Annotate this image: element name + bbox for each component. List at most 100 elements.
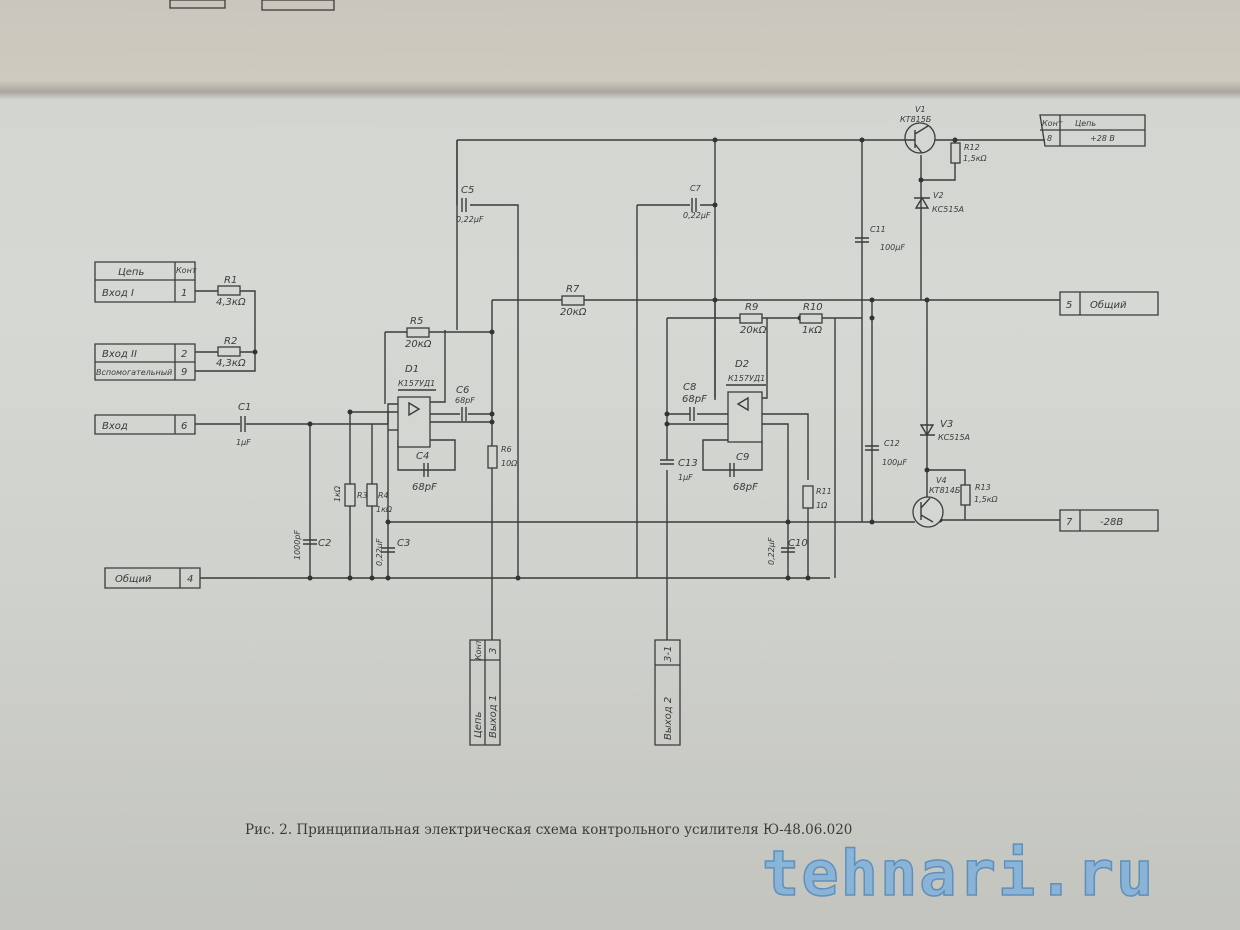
component-label: К157УД1 bbox=[398, 379, 435, 388]
component-label: V2 bbox=[933, 191, 944, 200]
connector-pin: 5 bbox=[1066, 300, 1072, 311]
table-header-circuit: Цепь bbox=[118, 267, 144, 278]
transistor-v1: V1 КТ815Б bbox=[900, 105, 936, 154]
component-label: 0,22μF bbox=[456, 215, 484, 224]
component-label: V3 bbox=[940, 419, 953, 430]
component-label: 0,22μF bbox=[375, 538, 384, 566]
table-header-circuit: Цепь bbox=[473, 712, 484, 738]
figure-caption: Рис. 2. Принципиальная электрическая схе… bbox=[245, 822, 852, 838]
component-label: C7 bbox=[690, 184, 702, 193]
component-label: R2 bbox=[224, 336, 237, 347]
connector-pin: 3 bbox=[488, 648, 499, 654]
component-label: C2 bbox=[318, 538, 331, 549]
opamp-d1: D1 К157УД1 bbox=[397, 364, 436, 448]
component-label: 1кΩ bbox=[802, 325, 822, 336]
component-label: 100μF bbox=[882, 458, 907, 467]
component-label: 1,5кΩ bbox=[963, 154, 988, 163]
component-label: C3 bbox=[397, 538, 410, 549]
component-label: 20кΩ bbox=[405, 339, 432, 350]
connector-in1: Цепь Конт Вход I 1 bbox=[94, 261, 197, 303]
component-label: R6 bbox=[501, 445, 512, 454]
resistor-r1: R1 4,3кΩ bbox=[216, 275, 246, 308]
component-label: 1кΩ bbox=[376, 505, 393, 514]
component-label: C12 bbox=[884, 439, 900, 448]
component-label: К157УД1 bbox=[728, 374, 765, 383]
table-header-contact: Конт bbox=[474, 639, 483, 660]
connector-pin: 8 bbox=[1047, 134, 1052, 143]
connector-pin: 3-1 bbox=[663, 646, 674, 662]
connector-common-right: 5 Общий bbox=[1059, 291, 1159, 316]
connector-pin: 4 bbox=[187, 574, 193, 585]
resistor-r2: R24,3кΩ bbox=[216, 336, 246, 369]
transistor-v4: V4 КТ814Б bbox=[900, 476, 961, 528]
capacitor-c12: C12 100μF bbox=[865, 439, 907, 467]
connector-label: Выход 1 bbox=[488, 695, 499, 738]
component-label: 1μF bbox=[236, 438, 251, 447]
connector-pin: 9 bbox=[181, 367, 187, 378]
component-label: R13 bbox=[975, 483, 991, 492]
wires bbox=[195, 139, 1060, 640]
connector-out1: Конт 3 Цепь Выход 1 bbox=[469, 639, 501, 746]
component-label: 20кΩ bbox=[560, 307, 587, 318]
component-label: V1 bbox=[915, 105, 926, 114]
component-label: R5 bbox=[410, 316, 423, 327]
previous-sheet-fragment bbox=[169, 0, 226, 9]
connector-pin: 2 bbox=[181, 349, 187, 360]
component-label: 1кΩ bbox=[333, 485, 342, 502]
connector-label: Вход II bbox=[102, 349, 137, 360]
component-label: 4,3кΩ bbox=[216, 297, 246, 308]
component-label: КТ814Б bbox=[929, 486, 961, 495]
component-label: 10Ω bbox=[501, 459, 518, 468]
component-label: D2 bbox=[735, 359, 749, 370]
component-label: R4 bbox=[378, 491, 389, 500]
component-label: D1 bbox=[405, 364, 419, 375]
component-label: КС515А bbox=[932, 205, 964, 214]
opamp-d2: D2 К157УД1 bbox=[726, 359, 766, 443]
component-label: C11 bbox=[870, 225, 886, 234]
capacitor-c2: C2 1000pF bbox=[293, 530, 331, 560]
connector-label: Выход 2 bbox=[663, 697, 674, 740]
connector-common-left: Общий 4 bbox=[104, 567, 201, 589]
component-label: 1μF bbox=[678, 473, 693, 482]
connector-in: Вход 6 bbox=[94, 414, 196, 435]
component-label: 0,22μF bbox=[683, 211, 711, 220]
component-label: 1Ω bbox=[816, 501, 828, 510]
table-header-circuit: Цепь bbox=[1075, 119, 1096, 128]
component-label: R1 bbox=[224, 275, 237, 286]
connector-label: Вход I bbox=[102, 288, 134, 299]
component-label: 68pF bbox=[733, 482, 758, 493]
component-label: R10 bbox=[803, 302, 823, 313]
connector-pin: 6 bbox=[181, 421, 187, 432]
component-label: C4 bbox=[416, 451, 429, 462]
component-label: 68pF bbox=[682, 394, 707, 405]
zener-v2: V2 КС515А bbox=[914, 191, 964, 214]
resistor-r6: R6 10Ω bbox=[487, 445, 518, 469]
table-header-contact: Конт bbox=[1042, 119, 1063, 128]
component-label: C6 bbox=[456, 385, 469, 396]
connector-label: +28 В bbox=[1090, 134, 1115, 143]
connector-minus28: 7 -28В bbox=[1059, 509, 1159, 532]
capacitor-c5: C50,22μF bbox=[456, 185, 484, 224]
component-label: 68pF bbox=[455, 396, 475, 405]
component-label: КС515А bbox=[938, 433, 970, 442]
connector-label: Вход bbox=[102, 421, 128, 432]
previous-sheet-fragment bbox=[261, 0, 335, 11]
component-label: 1000pF bbox=[293, 530, 302, 560]
component-label: КТ815Б bbox=[900, 115, 932, 124]
component-label: C13 bbox=[678, 458, 698, 469]
zener-v3: V3 КС515А bbox=[919, 419, 970, 442]
resistor-r10: R10 1кΩ bbox=[799, 302, 823, 336]
